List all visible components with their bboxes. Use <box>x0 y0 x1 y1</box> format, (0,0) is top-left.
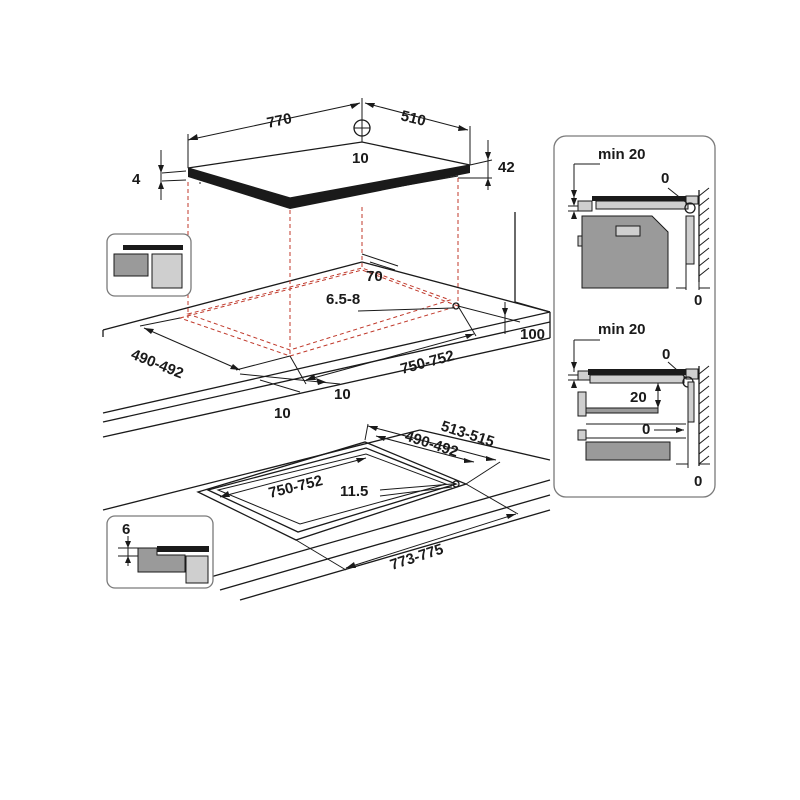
dim-510: 510 <box>364 102 471 165</box>
upper-worktop-left <box>577 200 593 212</box>
upper-side-panel <box>685 215 695 265</box>
recess-outline <box>196 441 468 541</box>
dim-11-5-label: 11.5 <box>340 483 368 500</box>
upper-min-20-label: min 20 <box>598 146 646 163</box>
lower-drawer-top <box>585 407 659 414</box>
dim-front-offset-a-label: 10 <box>274 405 291 422</box>
center-offset-label: 10 <box>352 150 369 167</box>
inset-top <box>106 233 192 297</box>
dim-70: 70 <box>361 253 399 285</box>
scenario-drawer: min 20 0 20 0 <box>568 321 710 490</box>
lower-wall-hatch <box>698 365 710 465</box>
inset-top-worktop <box>113 253 149 277</box>
lower-inner-zero-label: 0 <box>642 421 650 438</box>
scenario-oven-built-in: min 20 0 <box>568 146 710 309</box>
hob-drawing <box>187 141 471 209</box>
dim-11-5: 11.5 <box>340 483 453 500</box>
recess-inner <box>206 447 458 533</box>
hob-side-edge <box>290 165 470 209</box>
inset-bottom: 6 <box>106 515 214 589</box>
inset-bottom-glass <box>157 546 209 552</box>
dim-42-label: 42 <box>498 159 515 176</box>
lower-hob-body <box>589 374 685 384</box>
upper-hob-body <box>595 200 689 210</box>
inset-bottom-cabinet <box>185 555 209 584</box>
upper-oven <box>581 215 669 289</box>
dim-42: 42 <box>458 140 515 190</box>
dim-6-5-8-label: 6.5-8 <box>326 291 360 308</box>
recess-corner-icon <box>452 480 460 488</box>
lower-drawer-front <box>585 441 671 461</box>
dim-6-5-8: 6.5-8 <box>326 291 454 312</box>
lower-zero-side-label: 0 <box>694 473 702 490</box>
lower-hob-glass <box>588 369 692 375</box>
dim-front-offsets: 10 10 <box>239 373 351 422</box>
inset-top-glass <box>123 245 183 250</box>
dim-510-label: 510 <box>399 107 427 130</box>
hob-edge-highlight <box>193 175 459 207</box>
upper-wall-hatch <box>698 187 710 277</box>
dim-770-label: 770 <box>265 110 293 132</box>
cutout-hidden-lines <box>178 269 460 357</box>
cutout-outline <box>178 178 460 357</box>
upper-zero-side-label: 0 <box>694 292 702 309</box>
dim-490-492-cutout-label: 490-492 <box>129 346 186 382</box>
lower-side-panel <box>687 381 695 423</box>
worktop <box>102 212 551 438</box>
dim-front-offset-b-label: 10 <box>334 386 351 403</box>
dim-6-label: 6 <box>122 521 130 538</box>
lower-zero-top-label: 0 <box>662 346 670 363</box>
install-panel: min 20 0 <box>553 135 716 498</box>
lower-gap-20-label: 20 <box>630 389 647 406</box>
upper-zero-top-label: 0 <box>661 170 669 187</box>
dim-4: 4 <box>132 150 187 200</box>
inset-top-cabinet <box>151 253 183 289</box>
dim-770: 770 <box>187 98 363 168</box>
lower-min-20-label: min 20 <box>598 321 646 338</box>
upper-hob-glass <box>592 196 692 201</box>
recess-cut <box>216 453 448 525</box>
dim-4-label: 4 <box>132 171 141 188</box>
dim-100-label: 100 <box>520 326 545 343</box>
dim-70-label: 70 <box>366 268 383 285</box>
dim-490-492-cutout: 490-492 <box>129 317 291 382</box>
inset-bottom-worktop <box>137 547 186 573</box>
center-marker: 10 <box>352 119 371 167</box>
dim-100: 100 <box>457 302 545 343</box>
upper-oven-panel <box>615 225 641 237</box>
hob-front-edge <box>188 168 290 209</box>
upper-clearance-circle-icon <box>684 202 696 214</box>
